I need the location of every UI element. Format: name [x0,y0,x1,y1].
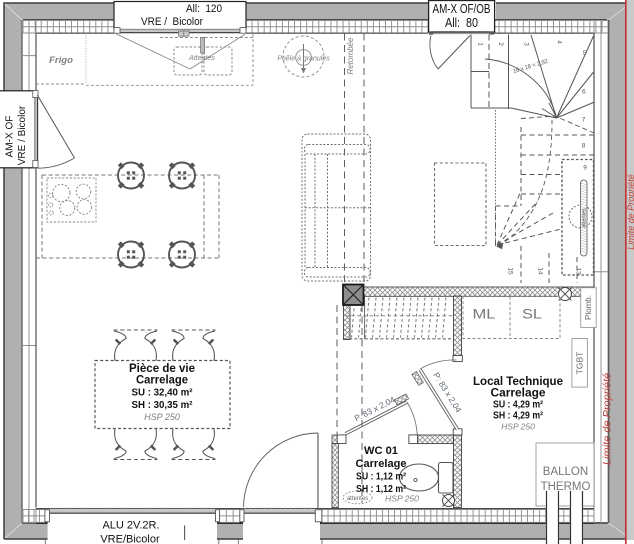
svg-text:15: 15 [507,267,514,275]
svg-text:1: 1 [477,42,484,46]
svg-text:8: 8 [582,142,586,149]
svg-text:attentes: attentes [582,208,588,228]
svg-text:BALLON: BALLON [543,466,588,478]
svg-text:Attentes: Attentes [188,55,215,62]
svg-text:2: 2 [497,42,504,46]
svg-text:HSP 250: HSP 250 [385,494,419,504]
svg-text:14: 14 [537,267,544,275]
svg-text:Frigo: Frigo [49,55,73,66]
svg-text:Carrelage: Carrelage [491,388,546,400]
svg-text:3: 3 [523,42,530,46]
svg-text:SL: SL [522,306,542,322]
svg-text:SH : 4,29 m²: SH : 4,29 m² [493,411,544,422]
svg-text:5: 5 [583,50,587,57]
svg-text:THERMO: THERMO [541,481,591,493]
svg-text:WC 01: WC 01 [364,445,398,457]
svg-text:13: 13 [575,267,582,275]
svg-text:VRE / Bicolor: VRE / Bicolor [141,16,203,28]
svg-text:VRE / Bicolor: VRE / Bicolor [17,105,28,165]
svg-text:Limite de Propriété: Limite de Propriété [602,373,614,465]
svg-text:AM-X OF: AM-X OF [5,116,16,158]
svg-text:SH : 30,35 m²: SH : 30,35 m² [132,400,194,411]
svg-text:SU : 1,12 m²: SU : 1,12 m² [356,472,407,483]
svg-text:SH : 1,12 m²: SH : 1,12 m² [356,484,407,495]
svg-text:Pièce de vie: Pièce de vie [129,363,195,375]
svg-text:ALU 2V.2R.: ALU 2V.2R. [102,520,159,532]
svg-text:SU : 4,29 m²: SU : 4,29 m² [493,400,544,411]
svg-text:Plomb.: Plomb. [584,295,593,320]
svg-text:Carrelage: Carrelage [356,458,407,470]
svg-text:4: 4 [556,40,563,44]
svg-text:Limite de Propriété: Limite de Propriété [626,174,634,250]
svg-text:All: 80: All: 80 [445,16,478,30]
svg-text:Local Technique: Local Technique [473,376,563,388]
svg-text:TGBT: TGBT [575,352,585,375]
svg-text:6: 6 [582,88,586,95]
svg-text:SU : 32,40 m²: SU : 32,40 m² [132,388,194,399]
svg-text:HSP 250: HSP 250 [501,422,535,432]
svg-text:Retombée: Retombée [346,37,355,74]
svg-text:7: 7 [582,116,586,123]
svg-text:Poêle à granules: Poêle à granules [277,56,330,63]
svg-text:AM-X OF/OB: AM-X OF/OB [433,2,491,16]
svg-text:Carrelage: Carrelage [136,375,188,387]
svg-text:attentes: attentes [347,496,368,502]
svg-text:VRE/Bicolor: VRE/Bicolor [100,534,160,544]
svg-text:9: 9 [583,164,587,171]
svg-text:ML: ML [473,306,496,322]
svg-text:HSP 250: HSP 250 [144,412,180,422]
svg-text:All: 120: All: 120 [186,3,222,15]
